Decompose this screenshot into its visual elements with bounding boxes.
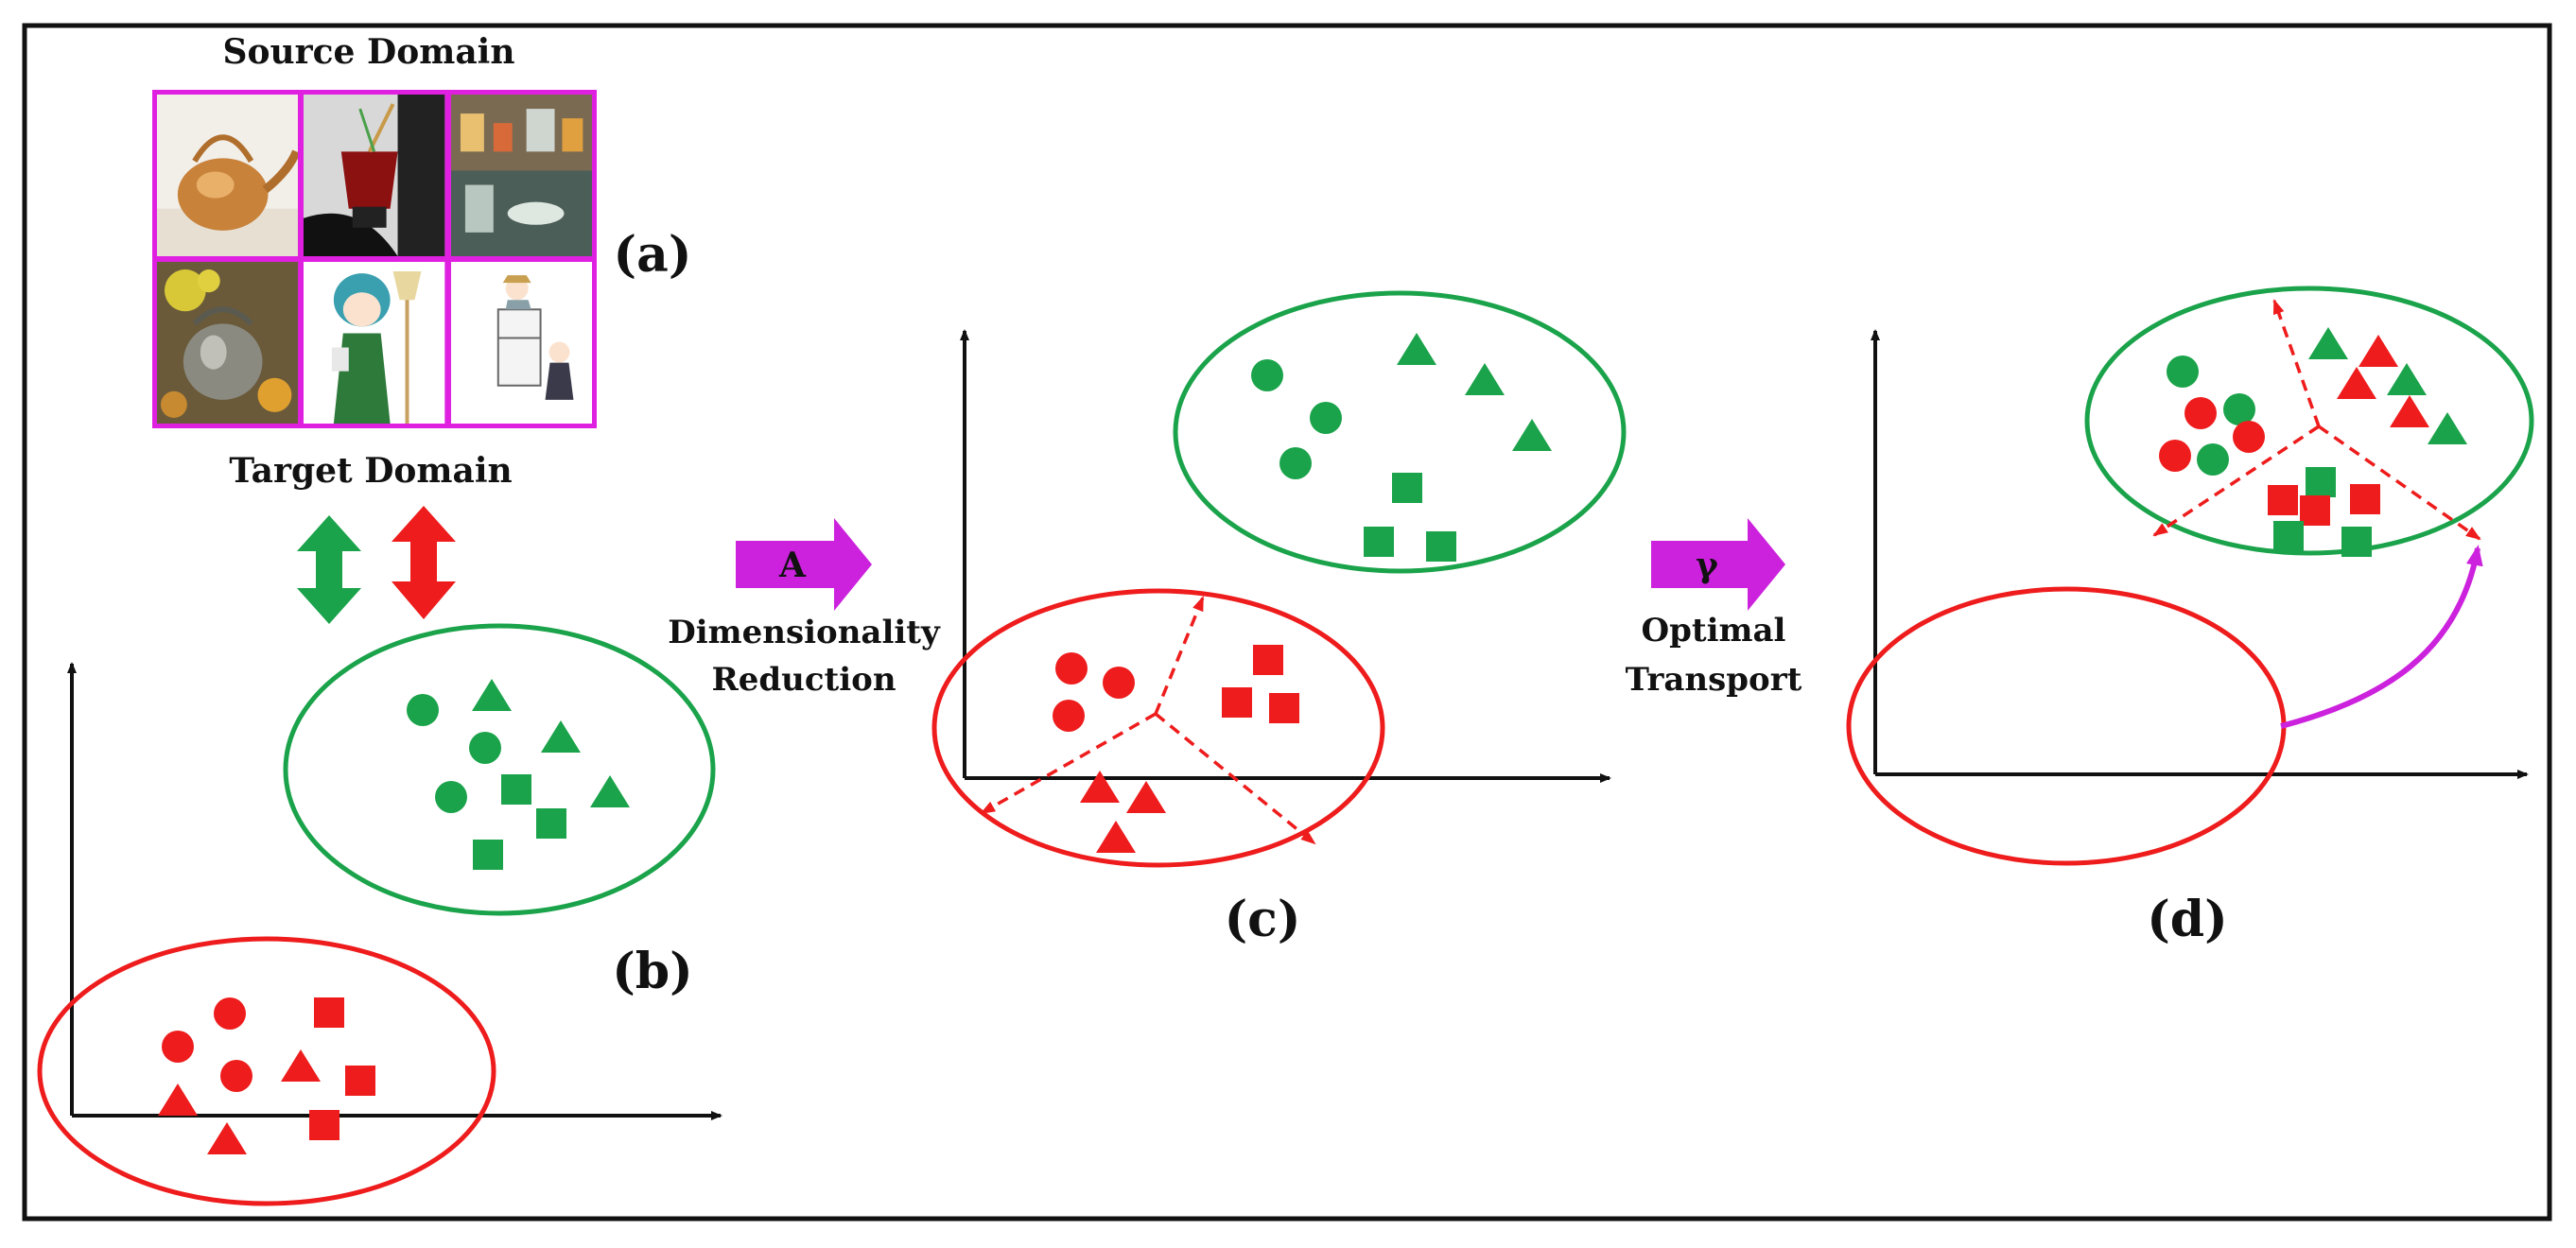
source-circle-point (220, 1060, 252, 1092)
source-square-point (2350, 484, 2380, 514)
target-domain-label: Target Domain (229, 451, 512, 491)
dimensionality-label: Dimensionality (668, 614, 941, 651)
target-triangle-point (472, 679, 512, 711)
source-target-image-grid (152, 90, 597, 428)
source-square-point (2268, 485, 2298, 515)
target-square-point (536, 808, 566, 839)
panel-label-b: (b) (612, 943, 693, 1000)
target-square-point (473, 840, 503, 870)
target-circle-point (2167, 355, 2199, 388)
target-circle-point (435, 781, 467, 813)
image-kettle-copper (157, 95, 299, 256)
panel-label-c: (c) (1225, 891, 1301, 948)
source-triangle-point (2337, 367, 2376, 399)
source-triangle-point (207, 1122, 247, 1154)
target-circle-point (2197, 443, 2229, 476)
source-circle-point (162, 1031, 194, 1063)
target-square-point (2341, 527, 2372, 557)
panel-c-target-ellipse (1173, 290, 1627, 574)
target-triangle-point (1465, 363, 1505, 395)
image-red-pot (304, 95, 445, 256)
target-triangle-point (2428, 412, 2467, 444)
target-square-point (2306, 467, 2336, 497)
reduction-label: Reduction (711, 661, 896, 699)
source-circle-point (214, 997, 246, 1030)
figure-border (22, 23, 2552, 1222)
source-circle-point (1055, 652, 1088, 685)
source-square-point (2300, 495, 2330, 526)
source-square-point (314, 997, 344, 1028)
target-circle-point (1310, 402, 1342, 434)
target-square-point (1364, 527, 1394, 557)
panel-label-a: (a) (614, 226, 692, 284)
image-kettle-silver (157, 262, 299, 424)
panel-d: (d) (1846, 286, 2534, 948)
source-triangle-point (158, 1083, 198, 1116)
source-circle-point (2184, 397, 2217, 429)
transport-label: Transport (1626, 661, 1802, 699)
image-anime-girl-broom (304, 262, 445, 424)
source-square-point (1222, 687, 1252, 718)
source-square-point (1253, 645, 1283, 675)
source-triangle-point (1080, 771, 1120, 803)
red-double-arrow (392, 506, 456, 619)
target-circle-point (2223, 393, 2255, 425)
target-circle-point (1251, 359, 1283, 391)
target-square-point (1392, 473, 1422, 503)
source-circle-point (2233, 421, 2265, 453)
target-triangle-point (541, 720, 581, 753)
target-triangle-point (1512, 419, 1552, 451)
source-domain-label: Source Domain (222, 32, 514, 72)
source-square-point (1269, 693, 1299, 723)
panel-b-target-ellipse (283, 623, 716, 916)
source-square-point (309, 1110, 339, 1140)
transport-curve-arrow (2280, 545, 2483, 729)
target-square-point (2273, 521, 2304, 551)
panel-c: (c) (931, 290, 1627, 948)
source-triangle-point (1126, 781, 1166, 813)
source-circle-point (2159, 440, 2191, 472)
source-triangle-point (281, 1049, 321, 1082)
source-triangle-point (2358, 335, 2398, 367)
arrow-gamma: γ (1651, 518, 1785, 611)
source-square-point (345, 1066, 375, 1096)
image-kitchen-shelf (450, 95, 592, 256)
panel-label-d: (d) (2147, 891, 2228, 948)
source-circle-point (1053, 700, 1085, 732)
source-triangle-point (2390, 395, 2429, 427)
target-triangle-point (2387, 363, 2427, 395)
target-square-point (1426, 531, 1456, 562)
target-triangle-point (1397, 333, 1436, 365)
panel-c-partition-lines (980, 596, 1316, 845)
source-circle-point (1103, 667, 1135, 699)
image-cartoon-fridge (450, 262, 592, 424)
target-circle-point (407, 694, 439, 726)
target-triangle-point (590, 775, 630, 807)
arrow-gamma-label: γ (1696, 546, 1718, 585)
source-triangle-point (1096, 821, 1136, 853)
arrow-a-label: A (778, 546, 807, 585)
panel-b: (b) (37, 623, 722, 1206)
optimal-label: Optimal (1642, 612, 1786, 650)
green-double-arrow (297, 515, 361, 624)
arrow-a: A (736, 518, 872, 611)
panel-d-target-ellipse (2084, 286, 2534, 556)
panel-c-source-ellipse (931, 588, 1385, 868)
panel-d-partition-lines (2152, 299, 2481, 541)
target-circle-point (469, 732, 501, 764)
panel-d-source-ellipse (1846, 586, 2287, 866)
target-triangle-point (2308, 327, 2348, 359)
target-circle-point (1279, 447, 1312, 479)
target-square-point (501, 774, 531, 805)
panel-b-source-ellipse (37, 936, 496, 1206)
